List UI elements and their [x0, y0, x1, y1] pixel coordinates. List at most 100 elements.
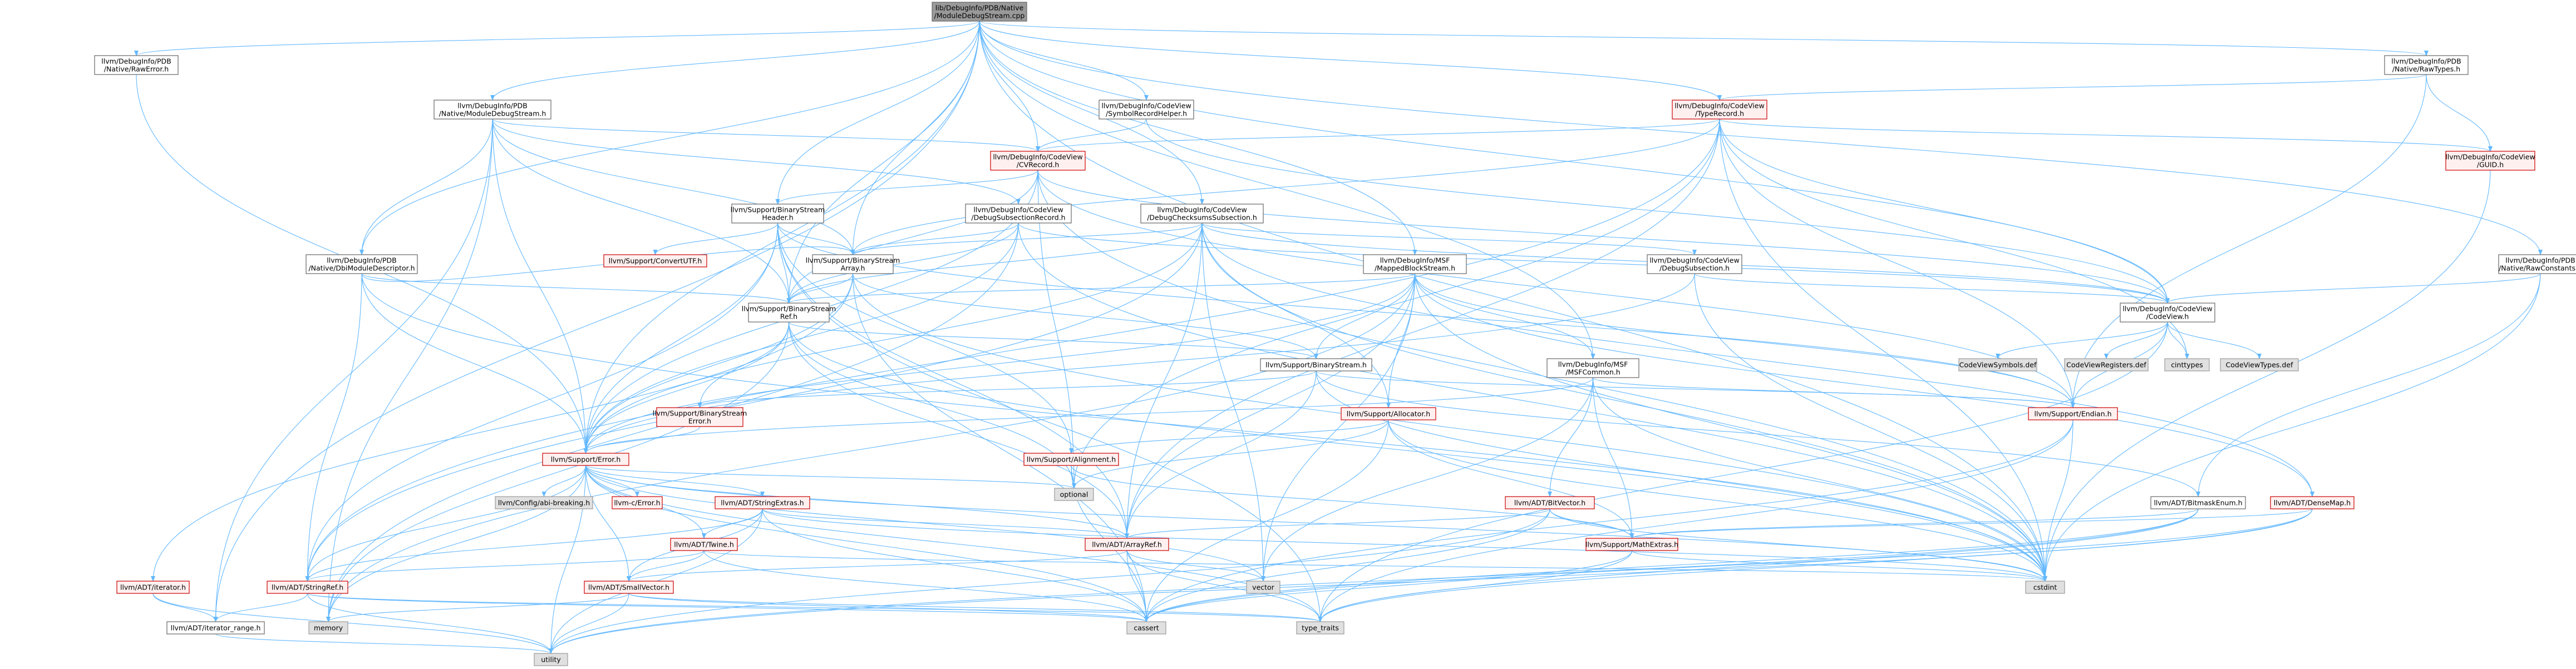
edge-dcs-to-vector — [1201, 222, 1265, 582]
edge-mds-to-iterrange — [213, 118, 493, 622]
edge-twine-to-smallvector — [627, 550, 705, 582]
node-guid[interactable]: llvm/DebugInfo/CodeView/GUID.h — [2445, 151, 2535, 171]
edge-stringextras-to-cassert — [762, 508, 1149, 622]
edge-smallvector-to-utility — [549, 593, 629, 654]
edge-smallvector-to-cassert — [628, 593, 1149, 622]
node-label-dcs-1: /DebugChecksumsSubsection.h — [1147, 214, 1257, 222]
edge-bsref-to-bserror — [697, 321, 790, 408]
edge-dsr-to-bsref — [786, 222, 1019, 304]
node-label-mds-0: llvm/DebugInfo/PDB — [457, 102, 527, 110]
node-mathextras[interactable]: llvm/Support/MathExtras.h — [1585, 538, 1678, 551]
node-box-rawtypes — [2384, 55, 2469, 75]
edge-bsarray-to-cstdint — [852, 273, 2047, 582]
node-dsub[interactable]: llvm/DebugInfo/CodeView/DebugSubsection.… — [1647, 254, 1742, 274]
edge-bsheader-to-convutf — [653, 222, 779, 255]
edge-bsarray-to-cassert — [852, 273, 1149, 622]
edge-msfcommon-to-vector — [1261, 377, 1594, 582]
edge-typerecord-to-arrayref — [1125, 118, 1720, 539]
node-bstream[interactable]: llvm/Support/BinaryStream.h — [1260, 358, 1372, 371]
edge-codeview-to-cvtypes — [2167, 321, 2262, 359]
edge-bitvector-to-utility — [549, 508, 1550, 654]
node-iterator[interactable]: llvm/ADT/iterator.h — [116, 581, 190, 594]
node-box-densemap — [2270, 496, 2355, 509]
edge-root-to-error — [583, 21, 980, 454]
edge-bsarray-to-bsref — [786, 273, 854, 304]
node-box-cvreg — [2064, 358, 2149, 371]
node-bitmaskenum[interactable]: llvm/ADT/BitmaskEnum.h — [2150, 496, 2246, 509]
node-error[interactable]: llvm/Support/Error.h — [542, 453, 629, 466]
node-cvrecord[interactable]: llvm/DebugInfo/CodeView/CVRecord.h — [990, 151, 1086, 171]
edge-mbs-to-memory — [326, 273, 1416, 622]
edge-allocator-to-cassert — [1144, 419, 1389, 622]
node-box-smallvector — [584, 581, 674, 594]
edge-error-to-vector — [585, 465, 1265, 582]
node-dsr[interactable]: llvm/DebugInfo/CodeView/DebugSubsectionR… — [965, 204, 1072, 224]
node-label-cvrecord-0: llvm/DebugInfo/CodeView — [993, 153, 1082, 161]
node-msfcommon[interactable]: llvm/DebugInfo/MSF/MSFCommon.h — [1546, 358, 1639, 378]
node-label-memory-0: memory — [314, 624, 343, 632]
node-twine[interactable]: llvm/ADT/Twine.h — [670, 538, 738, 551]
node-box-dsr — [965, 204, 1072, 224]
edge-bsheader-to-bsarray — [777, 222, 855, 255]
node-allocator[interactable]: llvm/Support/Allocator.h — [1341, 407, 1436, 420]
node-box-typetraits — [1296, 621, 1344, 635]
edge-root-to-bsref — [786, 21, 980, 304]
node-endian[interactable]: llvm/Support/Endian.h — [2028, 407, 2118, 420]
node-convutf[interactable]: llvm/Support/ConvertUTF.h — [603, 254, 707, 267]
edge-arrayref-to-vector — [1126, 550, 1265, 582]
edge-rawtypes-to-endian — [2071, 74, 2427, 408]
node-root[interactable]: lib/DebugInfo/PDB/Native/ModuleDebugStre… — [932, 2, 1027, 22]
edge-mathextras-to-cassert — [1144, 550, 1633, 622]
node-typerecord[interactable]: llvm/DebugInfo/CodeView/TypeRecord.h — [1672, 100, 1767, 120]
node-box-alignment — [1023, 453, 1119, 466]
node-box-typerecord — [1672, 100, 1767, 120]
node-mbs[interactable]: llvm/DebugInfo/MSF/MappedBlockStream.h — [1363, 254, 1467, 274]
node-iterrange[interactable]: llvm/ADT/iterator_range.h — [166, 621, 265, 635]
node-label-allocator-0: llvm/Support/Allocator.h — [1347, 410, 1430, 418]
node-dcs[interactable]: llvm/DebugInfo/CodeView/DebugChecksumsSu… — [1140, 204, 1264, 224]
node-bitvector[interactable]: llvm/ADT/BitVector.h — [1505, 496, 1595, 509]
node-mds[interactable]: llvm/DebugInfo/PDB/Native/ModuleDebugStr… — [434, 100, 551, 120]
node-box-abi — [495, 496, 593, 509]
edge-mbs-to-bsref — [786, 273, 1416, 304]
node-stringextras[interactable]: llvm/ADT/StringExtras.h — [715, 496, 810, 509]
edge-typerecord-to-cvrecord — [1036, 118, 1720, 152]
edge-dsr-to-error — [583, 222, 1019, 454]
node-box-codeview — [2120, 303, 2215, 323]
node-arrayref[interactable]: llvm/ADT/ArrayRef.h — [1085, 538, 1169, 551]
node-dbimod[interactable]: llvm/DebugInfo/PDB/Native/DbiModuleDescr… — [306, 254, 418, 274]
node-alignment[interactable]: llvm/Support/Alignment.h — [1023, 453, 1119, 466]
node-codeview[interactable]: llvm/DebugInfo/CodeView/CodeView.h — [2120, 303, 2215, 323]
node-rawerror[interactable]: llvm/DebugInfo/PDB/Native/RawError.h — [94, 55, 179, 75]
edge-bsheader-to-typetraits — [777, 222, 1323, 622]
edge-error-to-smallvector — [585, 465, 631, 582]
node-stringref[interactable]: llvm/ADT/StringRef.h — [267, 581, 348, 594]
edge-stringref-to-cassert — [307, 593, 1149, 622]
node-label-twine-0: llvm/ADT/Twine.h — [674, 541, 734, 549]
node-vector: vector — [1246, 581, 1280, 594]
node-densemap[interactable]: llvm/ADT/DenseMap.h — [2270, 496, 2355, 509]
node-label-typerecord-1: /TypeRecord.h — [1695, 110, 1744, 118]
node-rawconst[interactable]: llvm/DebugInfo/PDB/Native/RawConstants.h — [2498, 254, 2576, 274]
node-label-dsub-1: /DebugSubsection.h — [1659, 264, 1730, 272]
node-srh[interactable]: llvm/DebugInfo/CodeView/SymbolRecordHelp… — [1099, 100, 1194, 120]
node-cvtypes: CodeViewTypes.def — [2220, 358, 2299, 371]
node-label-rawerror-0: llvm/DebugInfo/PDB — [101, 57, 171, 66]
node-smallvector[interactable]: llvm/ADT/SmallVector.h — [584, 581, 674, 594]
node-rawtypes[interactable]: llvm/DebugInfo/PDB/Native/RawTypes.h — [2384, 55, 2469, 75]
edge-mbs-to-msfcommon — [1414, 273, 1595, 359]
edge-error-to-cerror — [585, 465, 639, 497]
node-label-stringextras-0: llvm/ADT/StringExtras.h — [721, 499, 804, 507]
edge-bstream-to-cstdint — [1316, 370, 2047, 582]
edge-dbimod-to-cstdint — [361, 273, 2047, 582]
edge-typerecord-to-bsarray — [850, 118, 1720, 255]
edge-mathextras-to-typetraits — [1318, 550, 1633, 622]
node-cerror[interactable]: llvm-c/Error.h — [612, 496, 663, 509]
node-box-dbimod — [306, 254, 418, 274]
edge-endian-to-cassert — [1144, 419, 2073, 622]
node-label-bsheader-0: llvm/Support/BinaryStream — [731, 206, 825, 214]
